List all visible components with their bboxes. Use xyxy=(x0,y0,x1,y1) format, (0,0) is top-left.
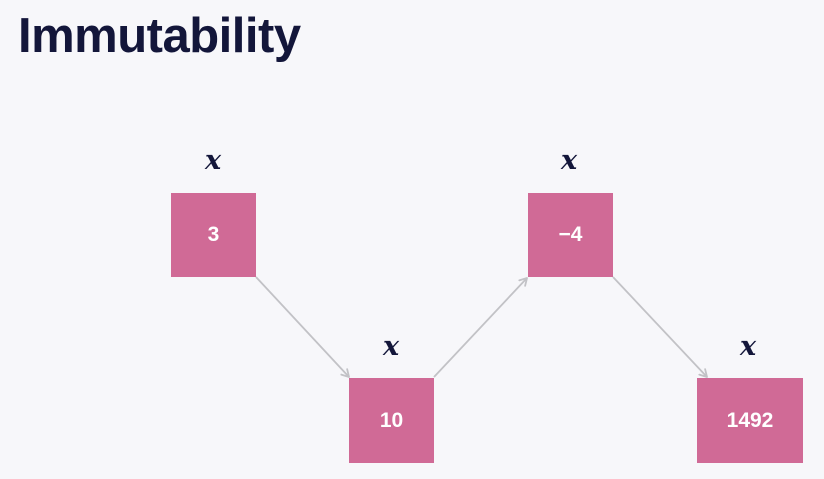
value-text: 10 xyxy=(379,408,404,432)
value-text: −4 xyxy=(558,223,583,246)
value-text: 3 xyxy=(207,223,220,246)
value-box-2: 10 xyxy=(349,378,434,463)
variable-label: x xyxy=(739,331,757,362)
value-box-3: −4 xyxy=(528,193,613,277)
slide-title: Immutability xyxy=(18,9,301,63)
variable-label: x xyxy=(560,145,578,176)
arrow-3-to-4 xyxy=(612,276,708,378)
value-box-4: 1492 xyxy=(697,378,803,463)
value-box-1: 3 xyxy=(171,193,256,277)
variable-label: x xyxy=(382,331,400,362)
arrow-2-to-3 xyxy=(433,277,528,378)
value-text: 1492 xyxy=(726,408,774,432)
variable-label: x xyxy=(204,145,222,176)
arrow-1-to-2 xyxy=(255,276,350,378)
